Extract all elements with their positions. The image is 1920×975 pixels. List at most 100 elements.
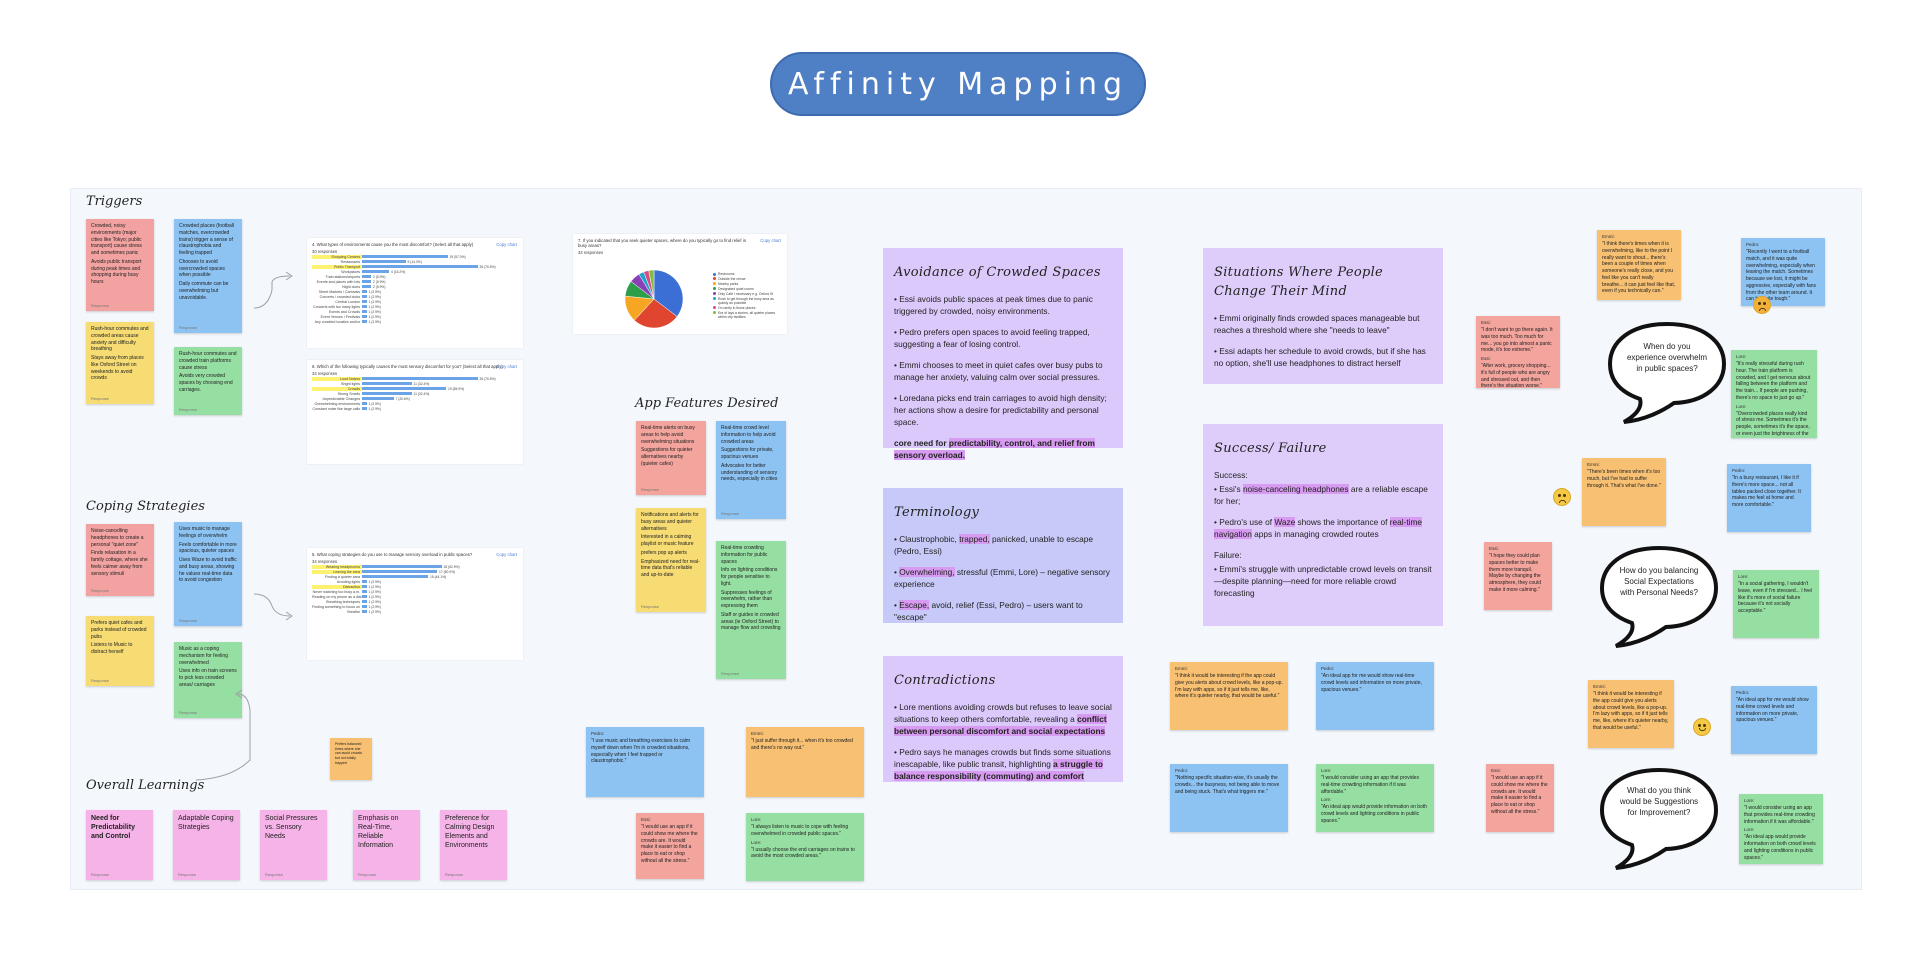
quote-text: "I hope they could plan spaces better to… (1489, 553, 1541, 593)
learning-text: Social Pressures vs. Sensory Needs (265, 815, 318, 841)
sticky-note[interactable]: Prefers balanced times where she can avo… (330, 738, 372, 780)
bar-row: Never watching too busy a.m.1 (2.9%) (312, 589, 518, 594)
quote-note[interactable]: Pedro:"I use music and breathing exercis… (586, 727, 704, 797)
quote-note[interactable]: Essi:"I hope they could plan spaces bett… (1484, 542, 1552, 610)
bar-label: Crowds (312, 386, 362, 391)
survey-responses: 34 responses (312, 559, 338, 564)
bar-label: Overwhelming environments (314, 401, 360, 406)
bar-value: 1 (2.9%) (368, 314, 381, 319)
bar-track: 1 (2.9%) (362, 295, 518, 299)
bar-track: 19 (55.9%) (362, 387, 518, 391)
sticky-note[interactable]: Music as a coping mechanism for feeling … (174, 642, 242, 718)
copy-chart-link[interactable]: Copy chart (496, 552, 517, 557)
copy-chart-link[interactable]: Copy chart (496, 242, 517, 247)
sticky-note[interactable]: Real-time crowding information for publi… (716, 541, 786, 679)
bar-track: 11 (32.4%) (362, 382, 518, 386)
bar-track: 4 (15.2%) (362, 270, 518, 274)
survey-chart-quiet-spaces: Copy chart 7. If you indicated that you … (573, 234, 787, 334)
quote-note[interactable]: Pedro:"Nothing specific situation-wise, … (1170, 764, 1288, 832)
survey-chart-coping: Copy chart 5. What coping strategies do … (307, 548, 523, 660)
quote-note[interactable]: Emmi:"I think it would be interesting if… (1170, 662, 1288, 730)
quote-note[interactable]: Essi:"I would use an app if it could sho… (1486, 764, 1554, 832)
quote-note[interactable]: Pedro:"An ideal app for me would show re… (1316, 662, 1434, 730)
pie-slice (633, 298, 678, 329)
learning-card[interactable]: Emphasis on Real-Time, Reliable Informat… (353, 810, 420, 880)
learning-card[interactable]: Preference for Calming Design Elements a… (440, 810, 507, 880)
quote-note[interactable]: Essi:"I would use an app if it could sho… (636, 813, 704, 879)
quote-note[interactable]: Emmi:"There's been times when it's too m… (1582, 458, 1666, 526)
bar (362, 610, 367, 613)
quote-note[interactable]: Emmi:"I think it would be interesting if… (1588, 680, 1674, 748)
note-text: Advocates for better understanding of se… (721, 462, 778, 483)
quote-note[interactable]: Pedro:"Recently I went to a football mat… (1741, 238, 1825, 306)
theme-success-failure: Success/ Failure Success: • Essi's noise… (1203, 424, 1443, 626)
copy-chart-link[interactable]: Copy chart (496, 364, 517, 369)
note-text: Music as a coping mechanism for feeling … (179, 646, 228, 666)
copy-chart-link[interactable]: Copy chart (760, 238, 781, 243)
legend-label: Nearby parks (718, 281, 739, 286)
theme-point: Emmi chooses to meet in quiet cafes over… (894, 359, 1103, 382)
bar-value: 26 (76.5%) (479, 376, 496, 381)
quote-text: "I think it would be interesting if the … (1593, 691, 1669, 731)
quote-text: "An ideal app would provide information … (1744, 834, 1816, 861)
theme-point: Essi adapts her schedule to avoid crowds… (1214, 345, 1426, 368)
sticky-note[interactable]: Notifications and alerts for busy areas … (636, 508, 706, 612)
quote-note[interactable]: Pedro:"In a busy restaurant, I like it i… (1727, 464, 1811, 532)
quote-note[interactable]: Emmi:"I think there's times when it is o… (1597, 230, 1681, 300)
bar (362, 585, 367, 588)
bar-value: 7 (20.6%) (395, 396, 410, 401)
bar-label: Wearing headphones (312, 564, 362, 569)
bar-track: 1 (2.9%) (362, 407, 518, 411)
quote-text: "I use music and breathing exercises to … (591, 738, 691, 765)
legend-label: Restrooms (718, 272, 735, 276)
theme-title: Contradictions (894, 673, 996, 688)
quote-author: Emmi: (1175, 666, 1188, 671)
survey-responses: 34 responses (312, 371, 338, 376)
bar (362, 320, 367, 323)
legend-label: Era of lays a stories, all quieter place… (718, 310, 776, 320)
quote-note[interactable]: Lore:"In a social gathering, I wouldn't … (1733, 570, 1819, 638)
quote-note[interactable]: Lore:"I always listen to music to cope w… (746, 813, 864, 881)
quote-note[interactable]: Lore:"I would consider using an app that… (1316, 764, 1434, 832)
bar-track: 1 (2.9%) (362, 320, 518, 324)
note-text: Notifications and alerts for busy areas … (641, 512, 699, 532)
bar-row: Wearing headphones 18 (52.9%) (312, 564, 518, 569)
sticky-note[interactable]: Uses music to manage feelings of overwhe… (174, 522, 242, 626)
theme-point: Essi's (1219, 483, 1243, 494)
note-text: Prefers quiet cafes and parks instead of… (91, 620, 147, 640)
quote-note[interactable]: Lore:"It's really stressful during rush … (1731, 350, 1817, 438)
sticky-note[interactable]: Prefers quiet cafes and parks instead of… (86, 616, 154, 686)
sticky-note[interactable]: Real-time crowd level information to hel… (716, 421, 786, 519)
quote-author: Lore: (1736, 403, 1747, 409)
bar-label: Distraction (312, 584, 362, 589)
quote-note[interactable]: Essi:"I don't want to go there again. It… (1476, 316, 1560, 388)
bar-value: 18 (52.9%) (443, 564, 460, 569)
quote-note[interactable]: Pedro:"An ideal app for me would show re… (1731, 686, 1817, 754)
bar-value: 15 (44.1%) (430, 574, 447, 579)
quote-text: "There's been times when it's too much, … (1587, 469, 1661, 489)
theme-point: shows the importance of (1295, 516, 1390, 527)
quote-note[interactable]: Emmi:"I just suffer through it... when i… (746, 727, 864, 797)
bar-value: 1 (2.9%) (368, 299, 381, 304)
sticky-note[interactable]: Rush-hour commutes and crowded areas cau… (86, 322, 154, 404)
bar-track: 1 (2.9%) (362, 314, 518, 319)
sticky-note[interactable]: Noise-cancelling headphones to create a … (86, 524, 154, 596)
survey-question: 7. If you indicated that you seek quiete… (578, 238, 747, 248)
legend-swatch (713, 287, 716, 291)
survey-question: 6. Which of the following typically caus… (312, 364, 503, 369)
sticky-note[interactable]: Crowded places (football matches, overcr… (174, 219, 242, 333)
sticky-note[interactable]: Real-time alerts on busy areas to help a… (636, 421, 706, 495)
quote-author: Lore: (1738, 574, 1749, 579)
sticky-note[interactable]: Crowded, noisy environments (major citie… (86, 219, 154, 311)
quote-author: Essi: (1491, 768, 1501, 773)
sticky-note[interactable]: Rush-hour commutes and crowded train pla… (174, 347, 242, 415)
quote-note[interactable]: Lore:"I would consider using an app that… (1739, 794, 1823, 864)
